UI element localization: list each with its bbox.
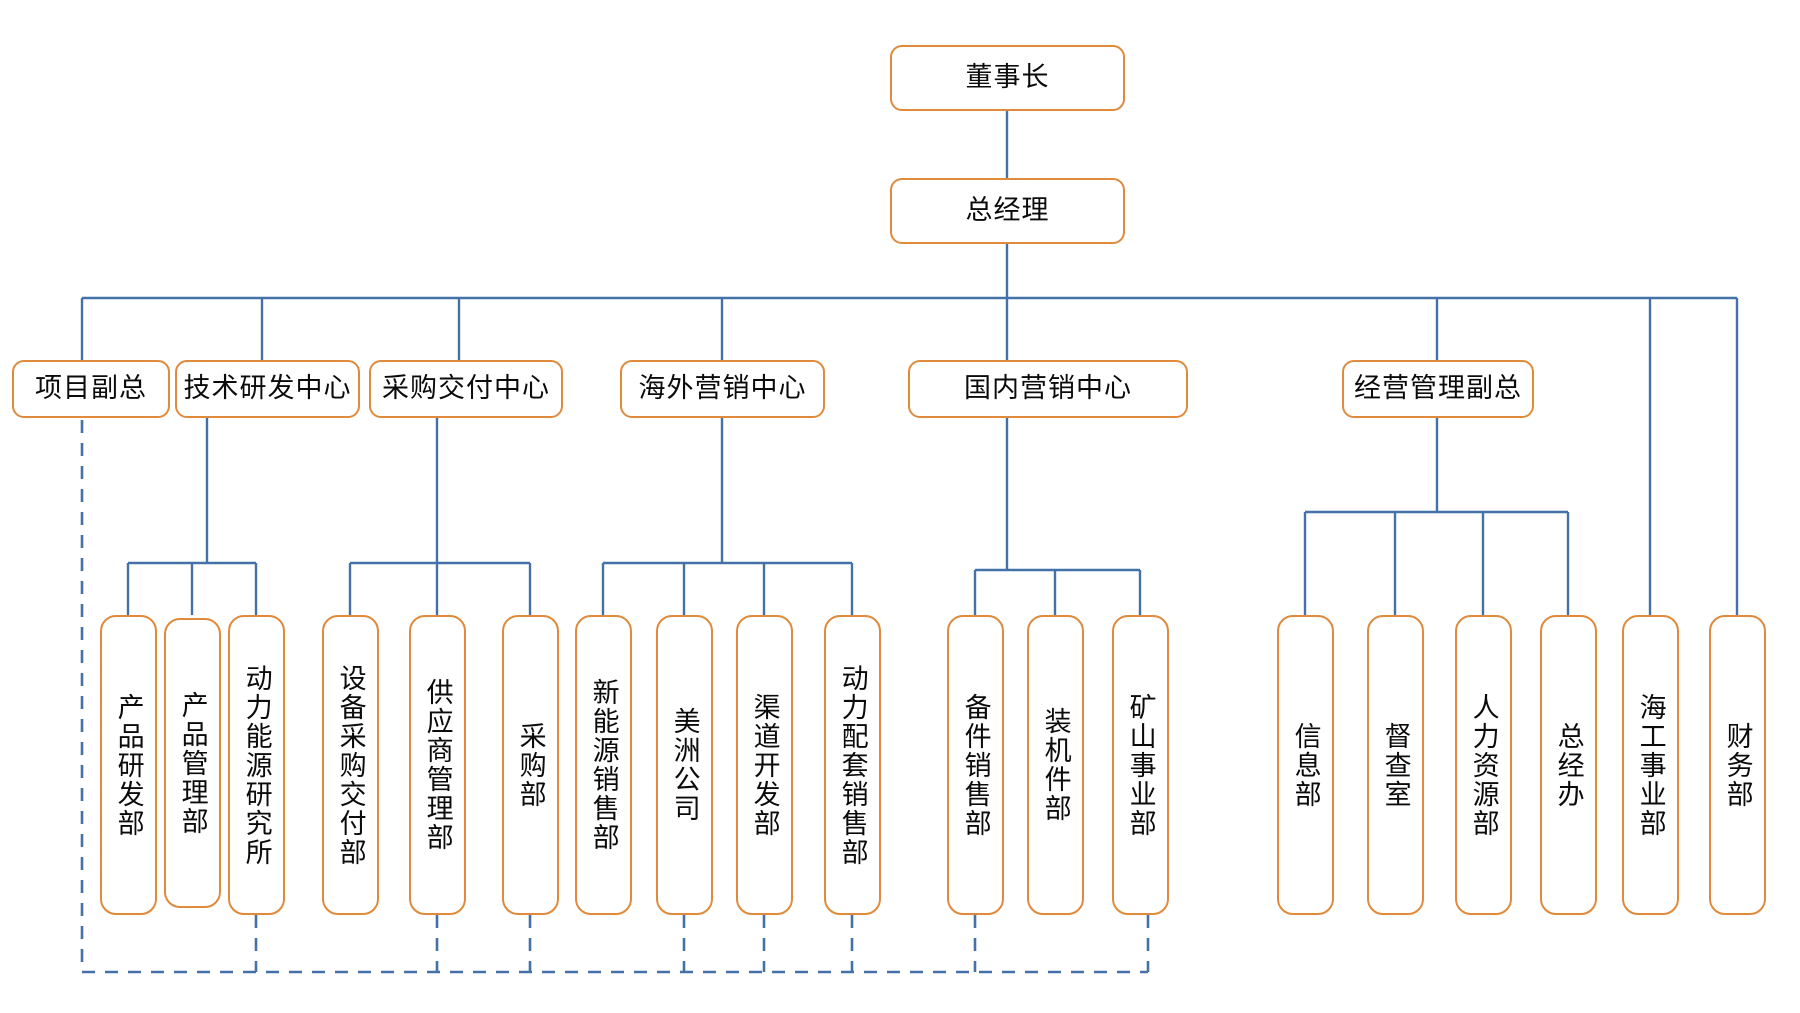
node-project-vp-label: 项目副总 <box>35 373 147 404</box>
node-finance-dept[interactable]: 财务部 <box>1709 615 1766 915</box>
node-supervision-office[interactable]: 督查室 <box>1367 615 1424 915</box>
node-procurement-delivery-center[interactable]: 采购交付中心 <box>369 360 563 418</box>
node-channel-dev-dept-label: 渠道开发部 <box>749 692 780 838</box>
node-product-mgmt-dept[interactable]: 产品管理部 <box>164 618 221 908</box>
node-offshore-engineering-division-label: 海工事业部 <box>1635 692 1666 838</box>
node-chairman[interactable]: 董事长 <box>890 45 1125 111</box>
node-overseas-marketing-center-label: 海外营销中心 <box>638 373 807 404</box>
node-procurement-delivery-center-label: 采购交付中心 <box>382 373 550 404</box>
node-supervision-office-label: 督查室 <box>1380 721 1411 809</box>
node-operations-vp-label: 经营管理副总 <box>1354 373 1522 404</box>
node-mining-division-label: 矿山事业部 <box>1125 692 1156 838</box>
node-procurement-dept[interactable]: 采购部 <box>502 615 559 915</box>
node-hr-dept-label: 人力资源部 <box>1468 692 1499 838</box>
node-americas-company-label: 美洲公司 <box>669 707 700 823</box>
node-product-rd-dept[interactable]: 产品研发部 <box>100 615 157 915</box>
node-information-dept[interactable]: 信息部 <box>1277 615 1334 915</box>
node-tech-rd-center-label: 技术研发中心 <box>183 373 352 404</box>
node-equipment-procurement-delivery-dept-label: 设备采购交付部 <box>335 663 366 867</box>
node-gm-office[interactable]: 总经办 <box>1540 615 1597 915</box>
node-power-supporting-sales-dept-label: 动力配套销售部 <box>837 663 868 867</box>
node-equipment-procurement-delivery-dept[interactable]: 设备采购交付部 <box>322 615 379 915</box>
node-gm-office-label: 总经办 <box>1553 721 1584 809</box>
node-new-energy-sales-dept-label: 新能源销售部 <box>588 678 619 852</box>
node-channel-dev-dept[interactable]: 渠道开发部 <box>736 615 793 915</box>
node-product-mgmt-dept-label: 产品管理部 <box>177 690 208 836</box>
node-information-dept-label: 信息部 <box>1290 721 1321 809</box>
node-general-manager[interactable]: 总经理 <box>890 178 1125 244</box>
node-project-vp[interactable]: 项目副总 <box>12 360 170 418</box>
node-power-energy-institute-label: 动力能源研究所 <box>241 663 272 867</box>
node-offshore-engineering-division[interactable]: 海工事业部 <box>1622 615 1679 915</box>
node-assembly-parts-dept-label: 装机件部 <box>1040 707 1071 823</box>
node-overseas-marketing-center[interactable]: 海外营销中心 <box>620 360 825 418</box>
node-general-manager-label: 总经理 <box>965 195 1050 226</box>
node-domestic-marketing-center-label: 国内营销中心 <box>964 373 1132 404</box>
node-hr-dept[interactable]: 人力资源部 <box>1455 615 1512 915</box>
node-mining-division[interactable]: 矿山事业部 <box>1112 615 1169 915</box>
node-chairman-label: 董事长 <box>965 62 1050 93</box>
node-spare-parts-sales-dept-label: 备件销售部 <box>960 692 991 838</box>
node-product-rd-dept-label: 产品研发部 <box>113 692 144 838</box>
node-finance-dept-label: 财务部 <box>1722 721 1753 809</box>
node-power-supporting-sales-dept[interactable]: 动力配套销售部 <box>824 615 881 915</box>
node-supplier-mgmt-dept[interactable]: 供应商管理部 <box>409 615 466 915</box>
node-tech-rd-center[interactable]: 技术研发中心 <box>175 360 360 418</box>
node-supplier-mgmt-dept-label: 供应商管理部 <box>422 678 453 852</box>
node-power-energy-institute[interactable]: 动力能源研究所 <box>228 615 285 915</box>
node-procurement-dept-label: 采购部 <box>515 721 546 809</box>
node-americas-company[interactable]: 美洲公司 <box>656 615 713 915</box>
node-domestic-marketing-center[interactable]: 国内营销中心 <box>908 360 1188 418</box>
node-new-energy-sales-dept[interactable]: 新能源销售部 <box>575 615 632 915</box>
node-operations-vp[interactable]: 经营管理副总 <box>1342 360 1534 418</box>
node-spare-parts-sales-dept[interactable]: 备件销售部 <box>947 615 1004 915</box>
node-assembly-parts-dept[interactable]: 装机件部 <box>1027 615 1084 915</box>
